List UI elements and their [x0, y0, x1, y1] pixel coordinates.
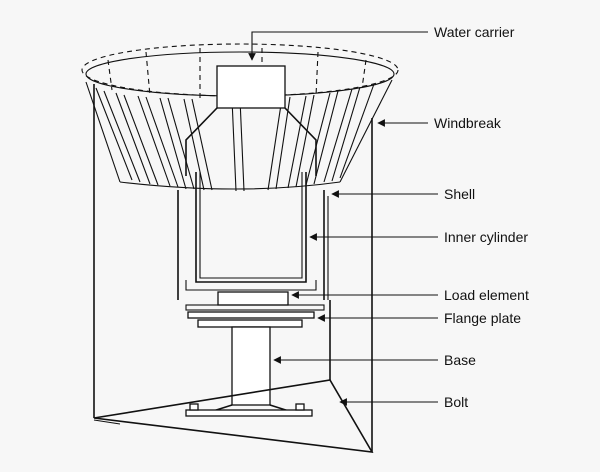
inner-cylinder [185, 172, 317, 291]
windbreak-left-edge [85, 81, 121, 183]
label-inner-cylinder: Inner cylinder [444, 229, 528, 245]
water-carrier [185, 65, 317, 176]
frame-base-triangle [93, 379, 374, 453]
base-plate [185, 409, 313, 417]
bolt-right [295, 403, 305, 411]
callouts: Water carrier Windbreak Shell Inner cyli… [248, 24, 529, 410]
inner-cylinder-inner-line [199, 172, 303, 279]
label-flange-plate: Flange plate [444, 310, 521, 326]
windbreak-bottom-rim [119, 181, 341, 190]
windbreak-right-edge [339, 79, 393, 183]
load-element [217, 291, 289, 306]
shell [177, 190, 329, 300]
windbreak-funnel [81, 43, 399, 192]
windbreak-slats [95, 48, 375, 192]
label-base: Base [444, 352, 476, 368]
bolt-left [189, 403, 199, 411]
inner-cylinder-tray [185, 280, 317, 291]
inner-cylinder-body [195, 172, 307, 283]
outer-frame [93, 84, 374, 453]
frame-foot-left [93, 419, 121, 425]
label-shell: Shell [444, 186, 475, 202]
label-windbreak: Windbreak [434, 115, 502, 131]
base-column [185, 326, 313, 417]
water-carrier-left-wall [185, 107, 218, 176]
water-carrier-right-wall [284, 107, 317, 176]
flange-plate-top [187, 311, 315, 319]
flange-plate [187, 311, 315, 328]
label-load-element: Load element [444, 287, 529, 303]
label-bolt: Bolt [444, 394, 468, 410]
water-carrier-neck [216, 65, 286, 109]
water-carrier-leader [248, 31, 428, 61]
flange-plate-bottom [197, 319, 303, 328]
label-water-carrier: Water carrier [434, 24, 515, 40]
load-platform [185, 304, 325, 311]
